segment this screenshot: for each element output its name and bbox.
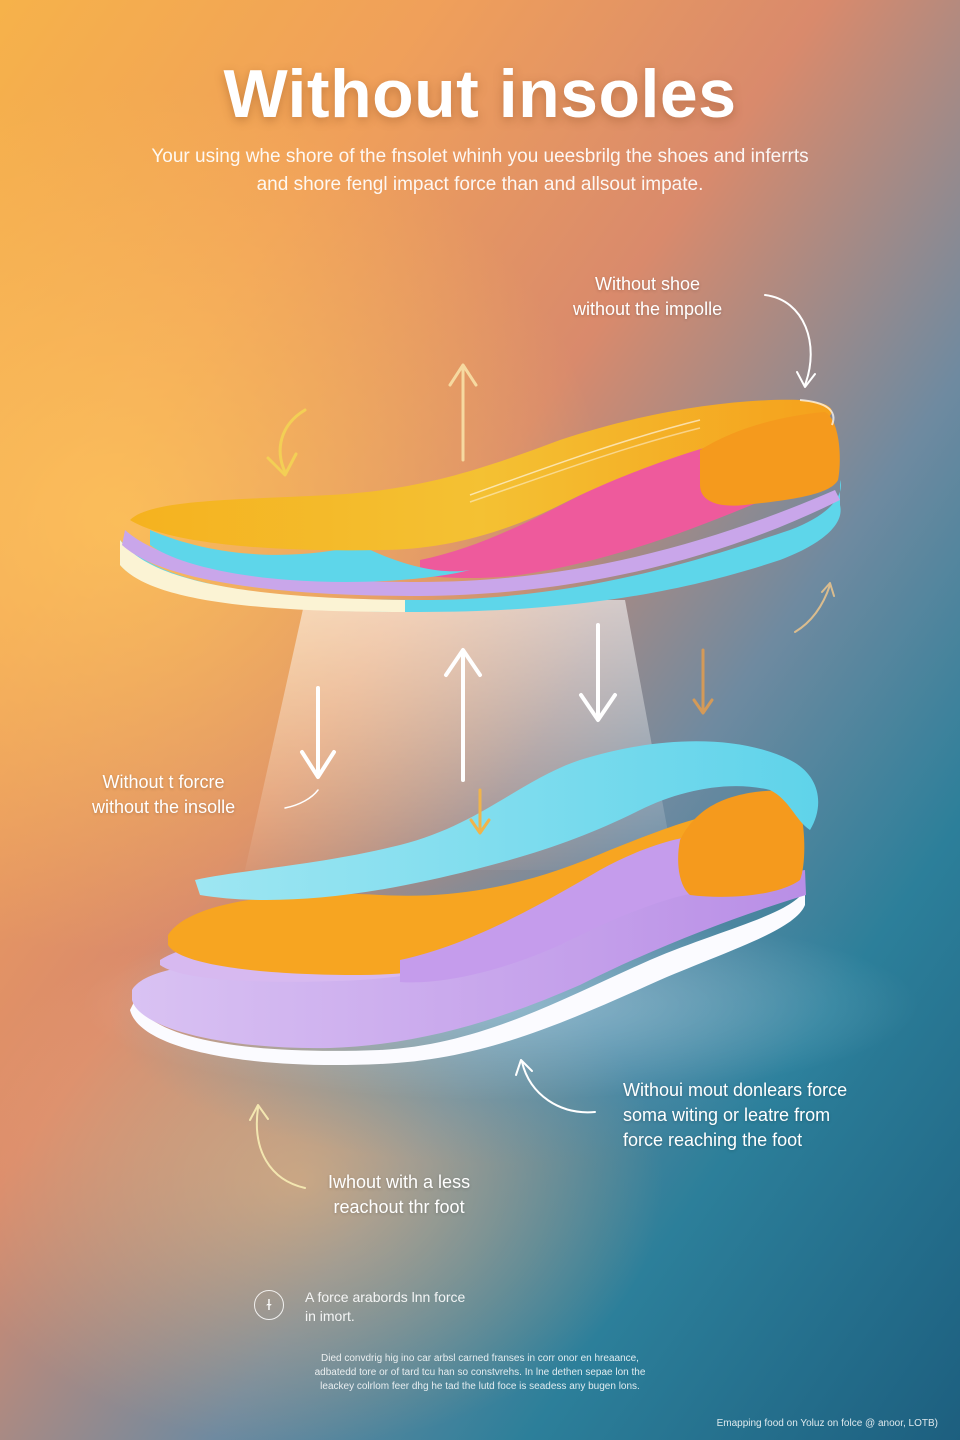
label-line: soma witing or leatre from	[623, 1105, 831, 1125]
curved-arrow-left	[266, 408, 307, 477]
label-line: without the insolle	[92, 797, 236, 817]
fine-print-line: Died convdrig hig ino car arbsl carned f…	[321, 1353, 639, 1364]
footer-credit: Emapping food on Yoluz on folce @ anoor,…	[716, 1418, 938, 1429]
legend-line: A force arabords lnn force	[305, 1289, 466, 1305]
fine-print-line: leackey colrlom feer dhg he tad the lutd…	[320, 1381, 640, 1392]
arrow-down-small	[469, 788, 491, 835]
force-icon-glyph: ɫ	[266, 1296, 272, 1314]
subtitle-line: Your using whe shore of the fnsolet whin…	[151, 146, 809, 167]
arrow-down-center	[579, 623, 617, 722]
top-insole	[120, 399, 841, 612]
label-line: Without shoe	[595, 274, 701, 294]
label-line: reachout thr foot	[333, 1197, 465, 1217]
label-line: without the impolle	[573, 299, 723, 319]
bottom-insole	[130, 741, 819, 1066]
arrow-right-faint	[794, 582, 835, 633]
subtitle-line: and shore fengl impact force than and al…	[256, 174, 704, 195]
arrow-up-top	[448, 363, 478, 462]
subtitle: Your using whe shore of the fnsolet whin…	[90, 143, 870, 199]
page-title: Without insoles	[223, 56, 737, 132]
legend-text: A force arabords lnn force in imort.	[305, 1288, 465, 1326]
label-bottom-right: Withoui mout donlears force soma witing …	[623, 1078, 847, 1153]
force-arrows	[249, 294, 835, 1189]
fine-print-line: adbatedd tore or of tard tcu han so cons…	[314, 1367, 646, 1378]
arrow-down-right	[692, 648, 714, 715]
label-top-right: Without shoe without the impolle	[573, 272, 722, 322]
label-line: Iwhout with a less	[328, 1172, 471, 1192]
label-bottom-center: Iwhout with a less reachout thr foot	[328, 1170, 470, 1220]
curved-arrow-bottom-left	[249, 1104, 306, 1189]
label-line: Withoui mout donlears force	[623, 1080, 848, 1100]
label-line: Without t forcre	[102, 772, 225, 792]
legend-line: in imort.	[305, 1308, 355, 1324]
force-icon: ɫ	[254, 1290, 284, 1320]
curved-arrow-top-right	[764, 294, 816, 388]
fine-print: Died convdrig hig ino car arbsl carned f…	[290, 1352, 670, 1394]
label-line: force reaching the foot	[623, 1130, 803, 1150]
curved-arrow-bottom-right	[515, 1059, 596, 1114]
label-mid-left: Without t forcre without the insolle	[92, 770, 235, 820]
arrow-up-center	[444, 648, 482, 782]
pointer-mid-left	[284, 789, 319, 809]
arrow-down-left	[300, 686, 336, 779]
